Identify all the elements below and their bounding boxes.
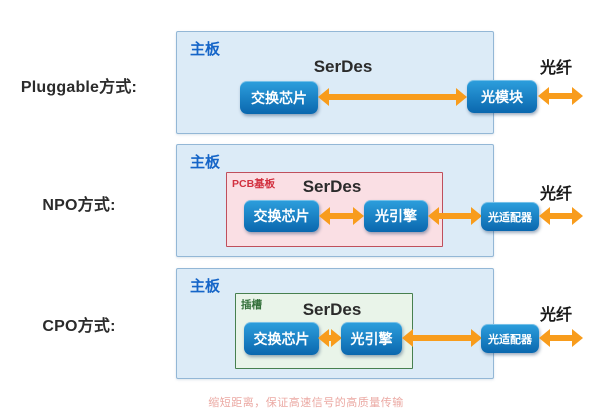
arrow-shaft — [327, 94, 458, 100]
optical-engine-label: 光引擎 — [375, 208, 417, 224]
switch-chip-box: 交换芯片 — [244, 322, 319, 355]
switch-chip-box: 交换芯片 — [240, 81, 318, 114]
fiber-label: 光纤 — [539, 60, 572, 77]
method-label-cpo: CPO方式: — [42, 318, 116, 335]
serdes-label: SerDes — [313, 57, 373, 76]
serdes-label: SerDes — [302, 177, 362, 196]
fiber-label: 光纤 — [539, 186, 572, 203]
arrow-shaft — [547, 93, 574, 99]
engine-adapter-arrow — [402, 329, 482, 347]
optical-module-label: 光模块 — [481, 88, 523, 105]
optical-adapter-box: 光适配器 — [481, 202, 539, 231]
arrow-shaft — [548, 213, 574, 219]
pcb-substrate-label: PCB基板 — [232, 178, 276, 190]
serdes-arrow — [318, 88, 467, 106]
optical-module-box: 光模块 — [467, 80, 537, 113]
switch-chip-box: 交换芯片 — [244, 200, 319, 232]
serdes-arrow — [319, 207, 364, 225]
serdes-label: SerDes — [302, 300, 362, 319]
switch-chip-label: 交换芯片 — [253, 330, 310, 347]
slot-label: 插槽 — [241, 299, 262, 311]
optical-engine-box: 光引擎 — [341, 322, 402, 355]
optical-adapter-label: 光适配器 — [488, 333, 532, 346]
fiber-label: 光纤 — [539, 307, 572, 324]
optical-engine-box: 光引擎 — [364, 200, 428, 232]
optical-adapter-label: 光适配器 — [488, 211, 532, 224]
optical-adapter-box: 光适配器 — [481, 324, 539, 353]
arrow-shaft — [328, 213, 355, 219]
fiber-arrow — [539, 329, 583, 347]
fiber-arrow — [538, 87, 583, 105]
motherboard-box-pluggable: 主板 — [176, 31, 494, 134]
arrow-shaft — [548, 335, 574, 341]
fiber-arrow — [539, 207, 583, 225]
motherboard-label: 主板 — [190, 41, 221, 58]
motherboard-label: 主板 — [190, 278, 221, 295]
engine-adapter-arrow — [428, 207, 482, 225]
caption: 缩短距离，保证高速信号的高质量传输 — [208, 397, 404, 409]
switch-chip-label: 交换芯片 — [251, 89, 307, 106]
optical-engine-label: 光引擎 — [350, 330, 393, 347]
serdes-arrow — [318, 329, 342, 347]
arrow-shaft — [327, 335, 333, 341]
method-label-npo: NPO方式: — [42, 197, 116, 214]
switch-chip-label: 交换芯片 — [253, 208, 310, 224]
method-label-pluggable: Pluggable方式: — [20, 79, 138, 96]
arrow-shaft — [437, 213, 473, 219]
arrow-shaft — [411, 335, 473, 341]
motherboard-label: 主板 — [190, 154, 221, 171]
